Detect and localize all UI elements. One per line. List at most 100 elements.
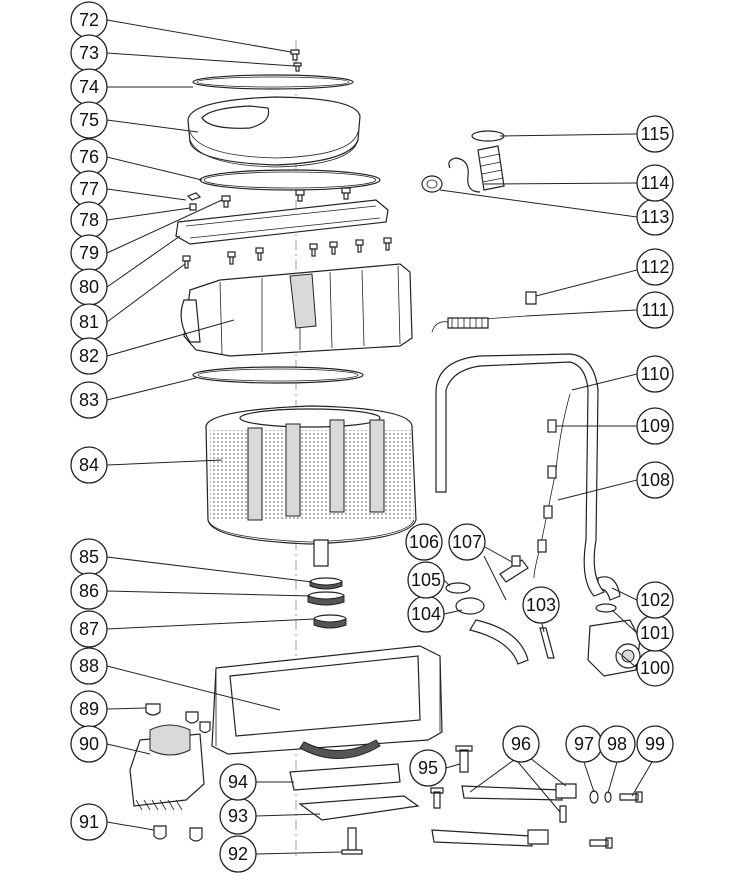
callout-74: 74: [70, 68, 108, 106]
callout-number: 72: [79, 10, 99, 30]
part-106-107-valve: [499, 555, 529, 583]
callout-number: 108: [640, 470, 670, 490]
leader-107: [484, 546, 513, 563]
callout-73: 73: [70, 34, 108, 72]
callout-circle: [636, 248, 674, 286]
callout-circle: [70, 647, 108, 685]
callout-circle: [219, 763, 257, 801]
callout-number: 105: [411, 570, 441, 590]
callout-circle: [70, 803, 108, 841]
callout-number: 89: [79, 699, 99, 719]
leader-96a: [469, 759, 515, 793]
callout-108: 108: [636, 461, 674, 499]
callout-97: 97: [565, 725, 603, 763]
leader-lines: [106, 19, 653, 855]
part-84-wash-drum: [205, 405, 417, 567]
callout-104: 104: [407, 595, 445, 633]
leader-114: [483, 182, 638, 185]
callout-circle: [70, 101, 108, 139]
leader-104: [443, 609, 463, 615]
part-88-base-frame: [211, 645, 443, 759]
callout-113: 113: [636, 198, 674, 236]
part-94-plate: [289, 763, 401, 791]
callout-circle: [448, 523, 486, 561]
leader-76: [106, 156, 203, 181]
callout-96: 96: [502, 725, 540, 763]
callout-circle: [636, 355, 674, 393]
callout-number: 85: [79, 547, 99, 567]
callout-number: 111: [641, 300, 668, 320]
callout-99: 99: [636, 725, 674, 763]
leader-106: [483, 555, 507, 601]
callout-105: 105: [407, 561, 445, 599]
callout-circle: [636, 115, 674, 153]
callout-number: 83: [79, 390, 99, 410]
callout-115: 115: [636, 115, 674, 153]
leader-115: [499, 133, 638, 137]
callout-number: 98: [607, 734, 627, 754]
callout-number: 76: [79, 147, 99, 167]
part-89-mount-bushings: [145, 703, 211, 734]
callout-number: 100: [640, 658, 670, 678]
part-110-drain-hose: [435, 353, 606, 597]
leader-88: [106, 665, 281, 711]
callout-82: 82: [70, 337, 108, 375]
callout-number: 73: [79, 43, 99, 63]
leader-86: [106, 590, 311, 597]
part-80-top-cover: [175, 199, 389, 245]
leader-102: [611, 587, 638, 601]
leader-98: [607, 761, 618, 794]
callout-109: 109: [636, 407, 674, 445]
callout-number: 107: [452, 532, 482, 552]
callout-number: 74: [79, 77, 99, 97]
callout-72: 72: [70, 1, 108, 39]
callout-number: 115: [641, 124, 670, 144]
part-76-gasket: [199, 169, 381, 191]
callout-92: 92: [219, 835, 257, 873]
part-114-hose-bellows: [448, 145, 505, 193]
callout-circle: [502, 725, 540, 763]
leader-78: [106, 207, 191, 221]
callout-circle: [70, 381, 108, 419]
part-113-spring-clamp: [421, 175, 443, 193]
leader-80: [106, 235, 181, 288]
leader-97: [583, 761, 595, 793]
leader-90: [106, 743, 151, 755]
callout-103: 103: [522, 586, 560, 624]
callout-102: 102: [636, 581, 674, 619]
leader-111: [525, 309, 638, 317]
leader-113: [439, 189, 638, 218]
callout-number: 102: [640, 590, 670, 610]
part-105-clamp: [445, 582, 471, 594]
callout-106: 106: [405, 523, 443, 561]
part-77-78-79-screws: [186, 187, 351, 211]
callout-number: 103: [526, 595, 556, 615]
part-97-98-99-washers-bolt: [589, 790, 643, 849]
part-91-motor-feet: [153, 825, 203, 842]
leader-87: [106, 618, 315, 630]
part-90-motor: [129, 724, 205, 811]
part-73-screw: [293, 62, 302, 72]
part-104-hose: [455, 597, 529, 665]
callout-number: 99: [645, 734, 665, 754]
leader-92: [255, 851, 343, 855]
callout-75: 75: [70, 101, 108, 139]
part-100-drain-pump: [587, 619, 641, 677]
part-83-gasket: [192, 366, 364, 384]
callout-circle: [70, 725, 108, 763]
callout-number: 114: [641, 173, 670, 193]
part-93-plate: [298, 795, 420, 821]
callout-circle: [522, 586, 560, 624]
callout-112: 112: [636, 248, 674, 286]
callout-circle: [636, 581, 674, 619]
leader-96c: [529, 757, 567, 787]
callout-circle: [70, 572, 108, 610]
leader-79: [106, 199, 223, 254]
callout-circle: [70, 446, 108, 484]
leader-72: [106, 19, 292, 53]
callout-number: 82: [79, 346, 99, 366]
callout-circle: [405, 523, 443, 561]
callout-circle: [636, 164, 674, 202]
callout-110: 110: [636, 355, 674, 393]
